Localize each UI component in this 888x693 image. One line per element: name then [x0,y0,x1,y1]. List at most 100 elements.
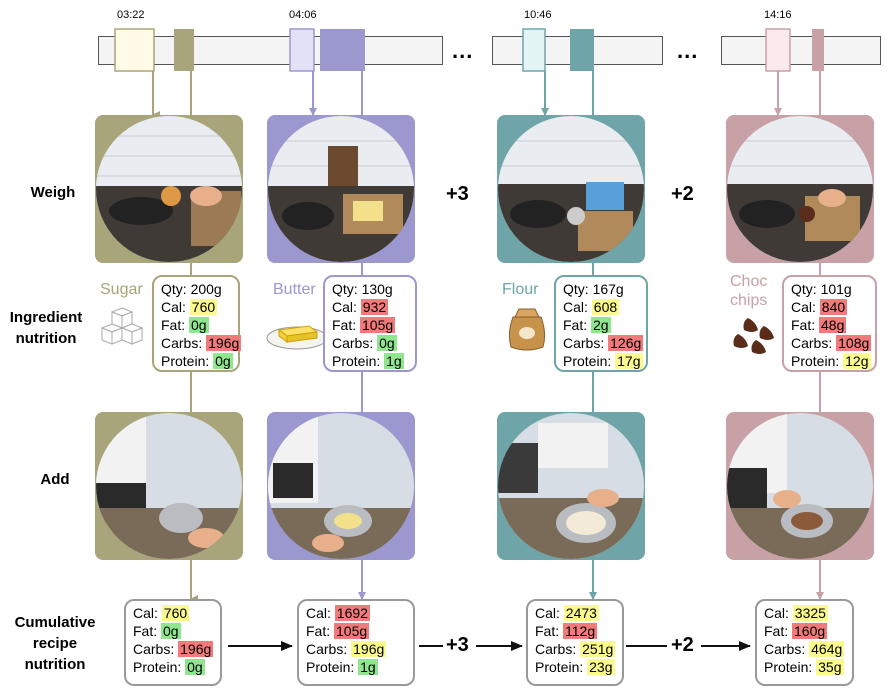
row-label-line: Ingredient [9,309,83,326]
row-label-cumulative: Cumulative recipe nutrition [3,612,107,675]
nutrition-line: Fat: 0g [161,317,209,333]
nutrition-line: Fat: 0g [133,623,181,639]
nutrition-line: Qty: 130g [332,281,393,297]
weigh-frame-sugar[interactable] [95,115,243,263]
timeline-marker-add [174,29,194,71]
timestamp: 04:06 [289,9,317,21]
ingredient-nutrition-card-butter: Qty: 130g Cal: 932 Fat: 105g Carbs: 0g P… [323,275,417,372]
weigh-frame-butter[interactable] [267,115,415,263]
timeline-marker-weigh [289,28,315,72]
nutrition-line: Protein: 35g [764,659,844,675]
add-frame-sugar[interactable] [95,412,243,560]
nutrition-line: Protein: 1g [306,659,378,675]
nutrition-line: Fat: 48g [791,317,847,333]
skipped-steps-count: +2 [671,634,694,656]
fisheye-kitchen-photo [727,413,873,559]
cumulative-nutrition-card: Cal: 1692 Fat: 105g Carbs: 196g Protein:… [297,599,415,686]
nutrition-line: Cal: 760 [133,605,190,621]
fisheye-kitchen-photo [727,116,873,262]
fisheye-kitchen-photo [498,413,644,559]
fisheye-kitchen-photo [498,116,644,262]
nutrition-line: Cal: 840 [791,299,848,315]
add-frame-flour[interactable] [497,412,645,560]
cumulative-nutrition-card: Cal: 3325 Fat: 160g Carbs: 464g Protein:… [755,599,854,686]
row-label-line: Cumulative [14,614,96,631]
timeline-ellipsis: ... [677,38,699,63]
cumulative-nutrition-card: Cal: 2473 Fat: 112g Carbs: 251g Protein:… [526,599,624,686]
ingredient-name-flour: Flour [502,281,539,298]
nutrition-line: Carbs: 196g [306,641,387,657]
nutrition-line: Carbs: 464g [764,641,845,657]
nutrition-line: Qty: 101g [791,281,852,297]
nutrition-line: Protein: 23g [535,659,615,675]
ingredient-name-butter: Butter [273,281,316,298]
ingredient-nutrition-card-sugar: Qty: 200g Cal: 760 Fat: 0g Carbs: 196g P… [152,275,242,372]
nutrition-line: Fat: 160g [764,623,828,639]
row-label-line: nutrition [15,330,77,347]
ingredient-name-line: chips [730,292,768,309]
ingredient-name-choc: Choc chips [730,272,767,310]
cumulative-nutrition-card: Cal: 760 Fat: 0g Carbs: 196g Protein: 0g [124,599,222,686]
nutrition-line: Fat: 105g [332,317,396,333]
skipped-steps-count: +3 [446,183,469,205]
nutrition-line: Carbs: 0g [332,335,397,351]
nutrition-line: Carbs: 126g [563,335,644,351]
nutrition-line: Protein: 0g [161,353,233,369]
nutrition-line: Carbs: 196g [133,641,214,657]
timeline-marker-weigh [114,28,155,72]
nutrition-line: Qty: 200g [161,281,222,297]
nutrition-line: Cal: 3325 [764,605,828,621]
row-label-ingredient-nutrition: Ingredient nutrition [0,307,92,349]
butter-dish-icon [266,325,328,350]
video-timeline-segment[interactable] [721,36,881,65]
nutrition-line: Cal: 608 [563,299,620,315]
nutrition-line: Protein: 1g [332,353,404,369]
add-frame-butter[interactable] [267,412,415,560]
add-frame-choc[interactable] [726,412,874,560]
ingredient-name-sugar: Sugar [100,281,143,298]
weigh-frame-flour[interactable] [497,115,645,263]
timeline-ellipsis: ... [452,38,474,63]
timestamp: 10:46 [524,9,552,21]
fisheye-kitchen-photo [96,413,242,559]
nutrition-line: Cal: 932 [332,299,389,315]
nutrition-line: Carbs: 196g [161,335,242,351]
fisheye-kitchen-photo [96,116,242,262]
nutrition-line: Protein: 17g [563,353,643,369]
nutrition-line: Cal: 760 [161,299,218,315]
timestamp: 14:16 [764,9,792,21]
weigh-frame-choc[interactable] [726,115,874,263]
nutrition-line: Carbs: 108g [791,335,872,351]
timeline-marker-add [812,29,824,71]
skipped-steps-count: +2 [671,183,694,205]
timeline-marker-add [320,29,365,71]
nutrition-line: Qty: 167g [563,281,624,297]
nutrition-line: Protein: 0g [133,659,205,675]
nutrition-line: Carbs: 251g [535,641,616,657]
timestamp: 03:22 [117,9,145,21]
ingredient-nutrition-card-flour: Qty: 167g Cal: 608 Fat: 2g Carbs: 126g P… [554,275,648,372]
fisheye-kitchen-photo [268,413,414,559]
row-label-line: recipe [32,635,78,652]
row-label-add: Add [40,471,70,488]
video-timeline-segment[interactable] [98,36,443,65]
nutrition-line: Cal: 2473 [535,605,599,621]
nutrition-line: Protein: 12g [791,353,871,369]
fisheye-kitchen-photo [268,116,414,262]
sugar-cubes-icon [100,307,144,345]
nutrition-line: Fat: 2g [563,317,611,333]
flour-sack-icon [508,308,546,351]
timeline-marker-weigh [765,28,791,72]
nutrition-line: Fat: 105g [306,623,370,639]
nutrition-line: Fat: 112g [535,623,598,639]
row-label-line: nutrition [24,656,86,673]
chocolate-chips-icon [733,318,774,354]
skipped-steps-count: +3 [446,634,469,656]
timeline-marker-weigh [522,28,546,72]
timeline-marker-add [570,29,594,71]
ingredient-nutrition-card-choc: Qty: 101g Cal: 840 Fat: 48g Carbs: 108g … [782,275,877,372]
ingredient-name-line: Choc [730,273,768,290]
nutrition-line: Cal: 1692 [306,605,370,621]
row-label-weigh: Weigh [30,184,76,201]
